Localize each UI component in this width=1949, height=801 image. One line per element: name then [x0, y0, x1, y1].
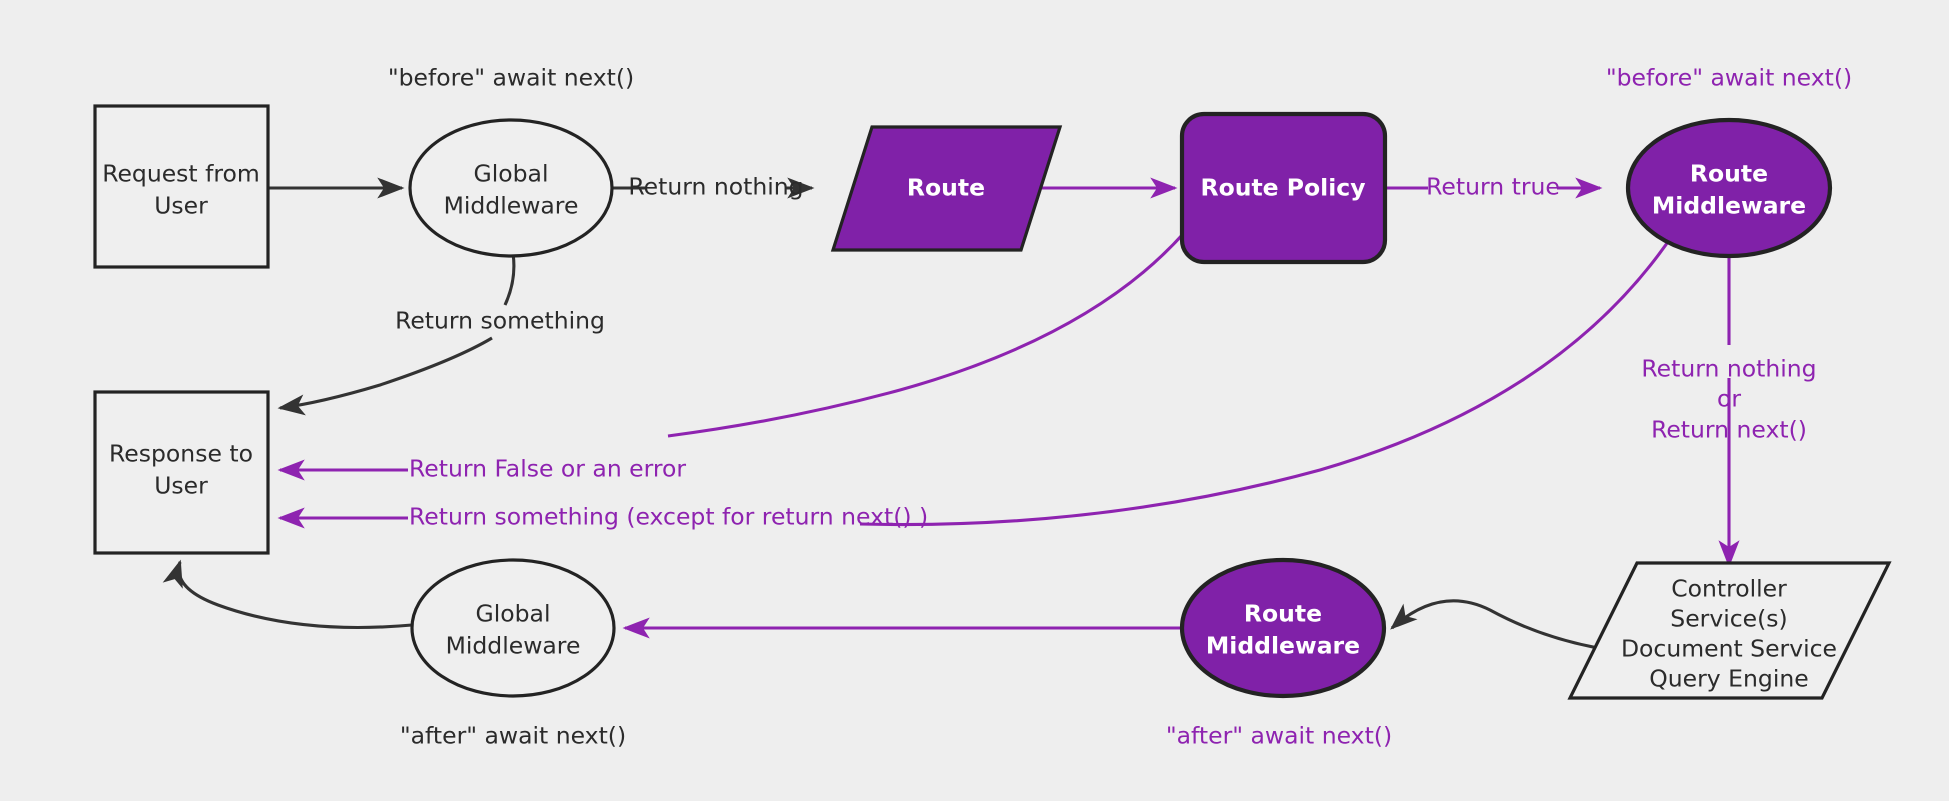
global-middleware-bottom-line2: Middleware [446, 632, 581, 660]
route-middleware-bottom-line2: Middleware [1206, 632, 1360, 660]
global-middleware-bottom-line1: Global [476, 600, 551, 628]
request-from-user-line2: User [154, 192, 208, 220]
edge-route-middleware-return-something-curve [859, 235, 1674, 527]
node-global-middleware-top[interactable]: Global Middleware [408, 118, 614, 258]
node-request-from-user[interactable]: Request from User [93, 104, 270, 269]
annotation-after-await-next-route: "after" await next() [1166, 722, 1392, 750]
response-to-user-line2: User [154, 472, 208, 500]
edge-controller-to-route-middleware-bottom [1390, 599, 1611, 652]
controller-stack-line1: Controller [1671, 575, 1787, 603]
request-from-user-line1: Request from [102, 160, 260, 188]
edge-label-return-nothing-global: Return nothing [628, 173, 803, 201]
route-label: Route [907, 174, 985, 202]
edge-global-middleware-bottom-to-response [162, 559, 413, 630]
controller-stack-line2: Service(s) [1670, 605, 1787, 633]
route-middleware-top-line1: Route [1690, 160, 1768, 188]
edge-route-policy-return-false-curve [667, 206, 1207, 438]
controller-stack-line3: Document Service [1621, 635, 1837, 663]
response-to-user-line1: Response to [109, 440, 253, 468]
edge-label-return-nothing-or-next-line1: Return nothing [1641, 355, 1816, 383]
global-middleware-top-line2: Middleware [444, 192, 579, 220]
node-route-middleware-top[interactable]: Route Middleware [1625, 117, 1833, 259]
node-route[interactable]: Route [830, 125, 1063, 252]
route-middleware-bottom-line1: Route [1244, 600, 1322, 628]
edge-label-return-true: Return true [1426, 173, 1560, 201]
node-route-middleware-bottom[interactable]: Route Middleware [1179, 557, 1387, 699]
edge-label-return-nothing-or-next-line2: or [1717, 385, 1741, 413]
edge-label-return-false-or-error: Return False or an error [409, 455, 686, 483]
edge-label-return-nothing-or-next-line3: Return next() [1651, 416, 1807, 444]
annotation-before-await-next-global: "before" await next() [388, 64, 634, 92]
edge-label-return-something-global: Return something [395, 307, 605, 335]
node-controller-stack[interactable]: Controller Service(s) Document Service Q… [1567, 561, 1892, 700]
annotation-after-await-next-global: "after" await next() [400, 722, 626, 750]
edge-global-middleware-return-something-lower [277, 336, 493, 416]
node-route-policy[interactable]: Route Policy [1179, 111, 1388, 265]
annotation-before-await-next-route: "before" await next() [1606, 64, 1852, 92]
edge-label-return-something-except-next: Return something (except for return next… [409, 503, 928, 531]
route-policy-label: Route Policy [1200, 174, 1365, 202]
node-global-middleware-bottom[interactable]: Global Middleware [410, 558, 616, 698]
route-middleware-top-line2: Middleware [1652, 192, 1806, 220]
global-middleware-top-line1: Global [474, 160, 549, 188]
controller-stack-line4: Query Engine [1649, 665, 1808, 693]
node-response-to-user[interactable]: Response to User [93, 390, 270, 555]
